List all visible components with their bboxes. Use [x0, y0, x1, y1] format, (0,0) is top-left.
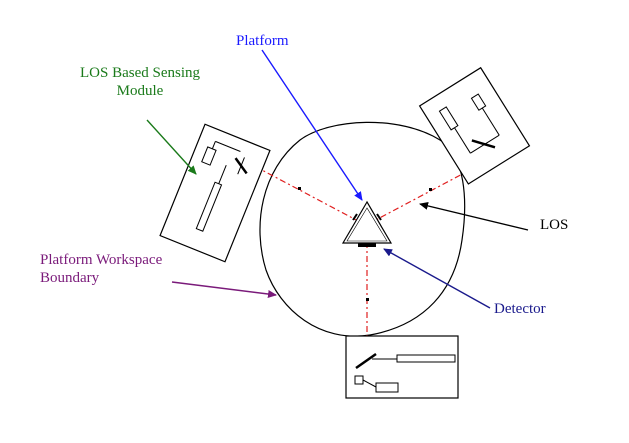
los-arrow	[419, 201, 529, 231]
label-workspace-line1: Platform Workspace	[40, 252, 163, 268]
label-workspace-line2: Boundary	[40, 270, 100, 286]
los-module-arrow	[146, 119, 197, 175]
right-sensing-module	[418, 66, 531, 185]
label-los-module-line1: LOS Based Sensing	[80, 65, 200, 81]
los-beams	[242, 159, 486, 360]
label-los-module: LOS Based Sensing Module	[60, 64, 220, 100]
workspace-boundary	[259, 121, 466, 337]
platform-arrow	[261, 49, 363, 201]
label-los-module-line2: Module	[116, 83, 164, 99]
label-los: LOS	[540, 217, 569, 233]
workspace-arrow	[171, 281, 277, 298]
label-detector: Detector	[494, 301, 546, 317]
detector-arrow	[383, 248, 491, 309]
beam-left	[242, 159, 361, 223]
bottom-sensing-module	[345, 335, 459, 399]
platform-triangle	[341, 200, 393, 247]
beam-markers	[298, 187, 432, 301]
label-platform: Platform	[236, 33, 289, 49]
left-sensing-module	[159, 123, 271, 263]
label-workspace-boundary: Platform Workspace Boundary	[40, 251, 162, 287]
detector-element	[358, 243, 376, 247]
